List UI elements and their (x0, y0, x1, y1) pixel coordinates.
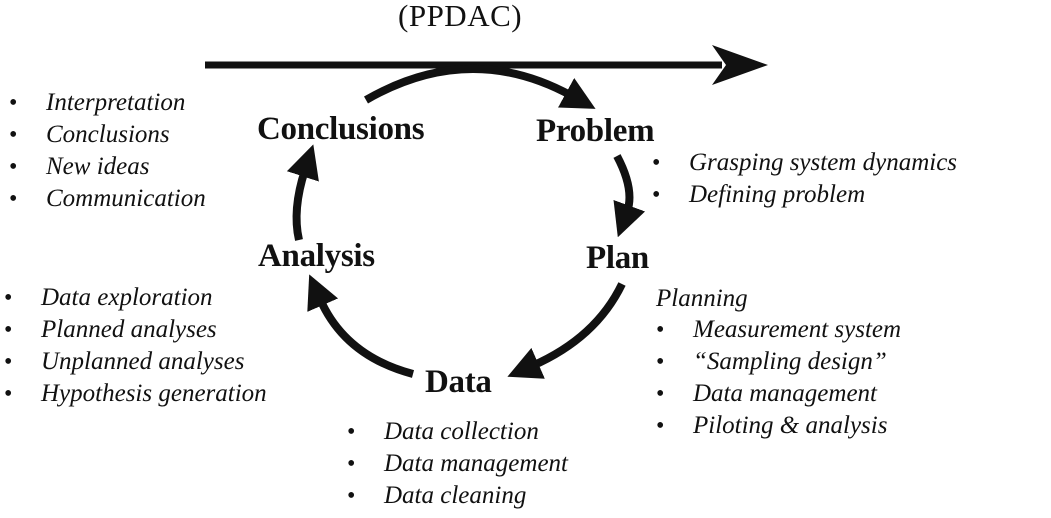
list-item: Data management (656, 378, 901, 410)
node-plan: Plan (586, 240, 649, 276)
conclusions-bullet-list: Interpretation Conclusions New ideas Com… (9, 87, 206, 215)
arrow-problem-to-plan (613, 154, 646, 238)
arrow-analysis-to-conclusions (286, 144, 319, 241)
problem-bullet-list: Grasping system dynamics Defining proble… (652, 147, 957, 211)
data-bullet-list: Data collection Data management Data cle… (347, 416, 568, 512)
list-item: Defining problem (652, 179, 957, 211)
list-item: “Sampling design” (656, 346, 901, 378)
arrow-conclusions-to-problem (364, 65, 596, 109)
plan-subheading: Planning (656, 285, 748, 312)
list-item: Communication (9, 183, 206, 215)
list-item: Unplanned analyses (4, 346, 267, 378)
horizontal-arrow-head (712, 45, 768, 85)
list-item: Data exploration (4, 282, 267, 314)
node-problem: Problem (536, 113, 655, 149)
node-data: Data (425, 364, 492, 400)
analysis-bullet-list: Data exploration Planned analyses Unplan… (4, 282, 267, 410)
list-item: Conclusions (9, 119, 206, 151)
list-item: Interpretation (9, 87, 206, 119)
list-item: Measurement system (656, 314, 901, 346)
list-item: Piloting & analysis (656, 410, 901, 442)
list-item: Data management (347, 448, 568, 480)
list-item: Planned analyses (4, 314, 267, 346)
plan-bullet-list: Measurement system “Sampling design” Dat… (656, 314, 901, 442)
list-item: Data cleaning (347, 480, 568, 512)
arrow-data-to-analysis (307, 274, 415, 378)
node-conclusions: Conclusions (257, 111, 425, 147)
list-item: Grasping system dynamics (652, 147, 957, 179)
list-item: Data collection (347, 416, 568, 448)
list-item: Hypothesis generation (4, 378, 267, 410)
list-item: New ideas (9, 151, 206, 183)
node-analysis: Analysis (258, 238, 375, 274)
diagram-title: (PPDAC) (398, 0, 523, 33)
arrow-plan-to-data (507, 282, 626, 379)
